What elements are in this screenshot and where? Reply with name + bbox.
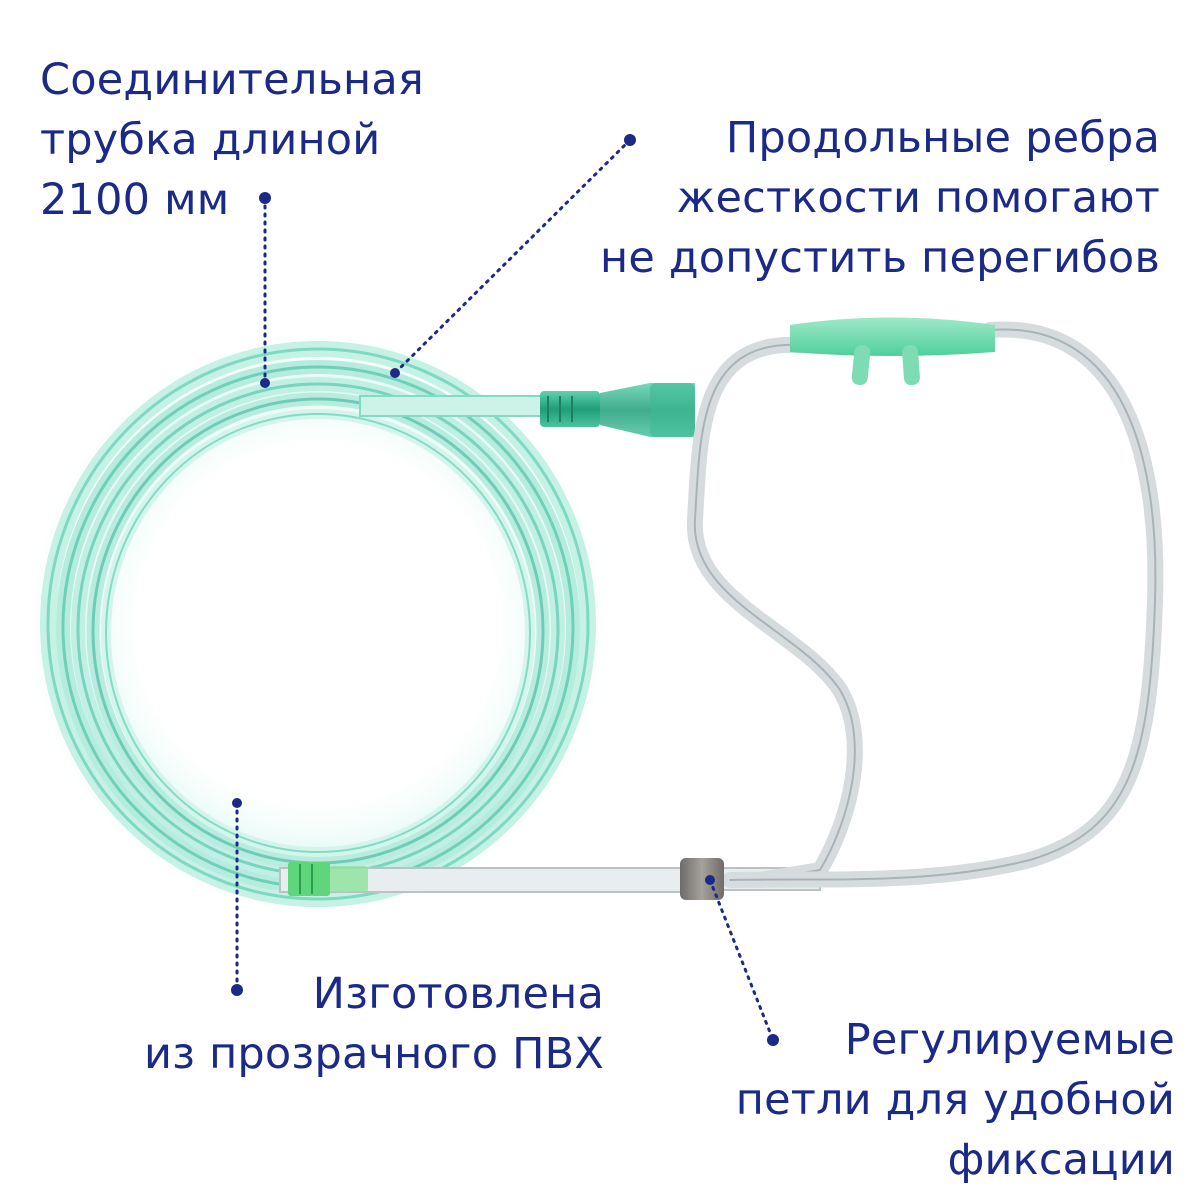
callout-loops-line2: петли для удобной	[735, 1075, 1175, 1125]
callout-loops: Регулируемые петли для удобной фиксации	[736, 1010, 1175, 1190]
leader-loops	[708, 878, 775, 1042]
dot-loops-end	[767, 1034, 779, 1046]
tube-to-connector	[359, 395, 543, 417]
callout-dots	[231, 134, 779, 1046]
dot-loops-top	[705, 875, 715, 885]
dot-material-end	[231, 984, 243, 996]
callout-material: Изготовлена из прозрачного ПВХ	[144, 964, 604, 1084]
callout-ribs-line2: жесткости помогают	[676, 173, 1160, 223]
dot-length-top	[259, 192, 271, 204]
callout-ribs-line1: Продольные ребра	[725, 113, 1160, 163]
callout-length: Соединительная трубка длиной 2100 мм	[40, 50, 424, 230]
callout-material-line1: Изготовлена	[312, 969, 604, 1019]
dot-length-end	[260, 378, 270, 388]
callout-ribs: Продольные ребра жесткости помогают не д…	[600, 108, 1160, 288]
callout-leaders	[235, 138, 775, 1042]
dot-material-top	[232, 798, 242, 808]
dot-ribs-top	[624, 134, 636, 146]
leader-ribs	[393, 138, 632, 375]
cannula-loop	[686, 321, 1164, 888]
tube-coupler	[288, 862, 368, 896]
callout-length-line1: Соединительная	[40, 55, 424, 105]
callout-loops-line1: Регулируемые	[844, 1015, 1175, 1065]
tube-connector	[540, 383, 695, 437]
nasal-prongs	[790, 317, 995, 386]
callout-length-line2: трубка длиной	[40, 115, 381, 165]
callout-ribs-line3: не допустить перегибов	[600, 233, 1160, 283]
callout-material-line2: из прозрачного ПВХ	[144, 1029, 604, 1079]
adjustable-slider	[680, 858, 724, 900]
callout-length-line3: 2100 мм	[40, 175, 230, 225]
callout-loops-line3: фиксации	[947, 1135, 1175, 1185]
dot-ribs-end	[390, 368, 400, 378]
